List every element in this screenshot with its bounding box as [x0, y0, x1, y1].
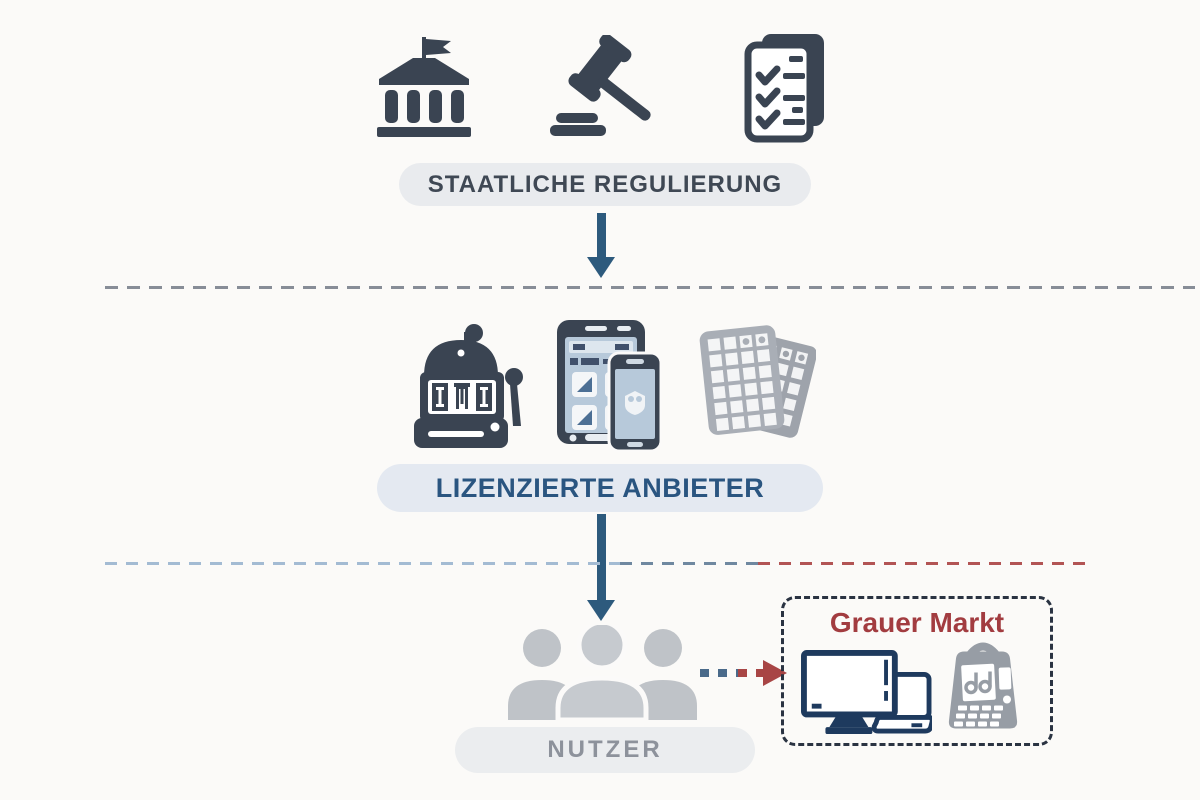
label-text: LIZENZIERTE ANBIETER	[435, 472, 765, 503]
betting-terminal-icon	[942, 641, 1024, 737]
user-group-icon	[500, 625, 705, 720]
label-text: STAATLICHE REGULIERUNG	[427, 170, 783, 198]
divider-bottom-segment-right	[758, 562, 1090, 565]
label-lizenzierte-anbieter: LIZENZIERTE ANBIETER	[377, 464, 823, 512]
label-staatliche-regulierung: STAATLICHE REGULIERUNG	[399, 163, 811, 206]
bingo-cards-icon	[688, 318, 816, 450]
arrow-down-2-head	[587, 600, 615, 621]
leak-arrow-red-segment	[738, 669, 766, 677]
label-text: NUTZER	[547, 736, 663, 763]
gavel-icon	[538, 35, 683, 145]
divider-top	[105, 286, 1195, 289]
mobile-devices-icon	[545, 315, 673, 455]
slot-machine-icon	[398, 320, 523, 450]
divider-bottom-segment-left	[105, 562, 620, 565]
leak-arrow-blue-segment	[700, 669, 738, 677]
desktop-laptop-icon	[800, 649, 932, 735]
arrow-down-1-head	[587, 257, 615, 278]
government-building-icon	[373, 32, 475, 145]
gray-market-title: Grauer Markt	[829, 607, 1005, 638]
label-nutzer: NUTZER	[455, 727, 755, 773]
divider-bottom-segment-mid	[620, 562, 758, 565]
arrow-down-1	[597, 213, 606, 259]
arrow-down-2	[597, 514, 606, 600]
gray-market-box: Grauer Markt	[781, 596, 1053, 746]
checklist-icon	[737, 30, 832, 145]
